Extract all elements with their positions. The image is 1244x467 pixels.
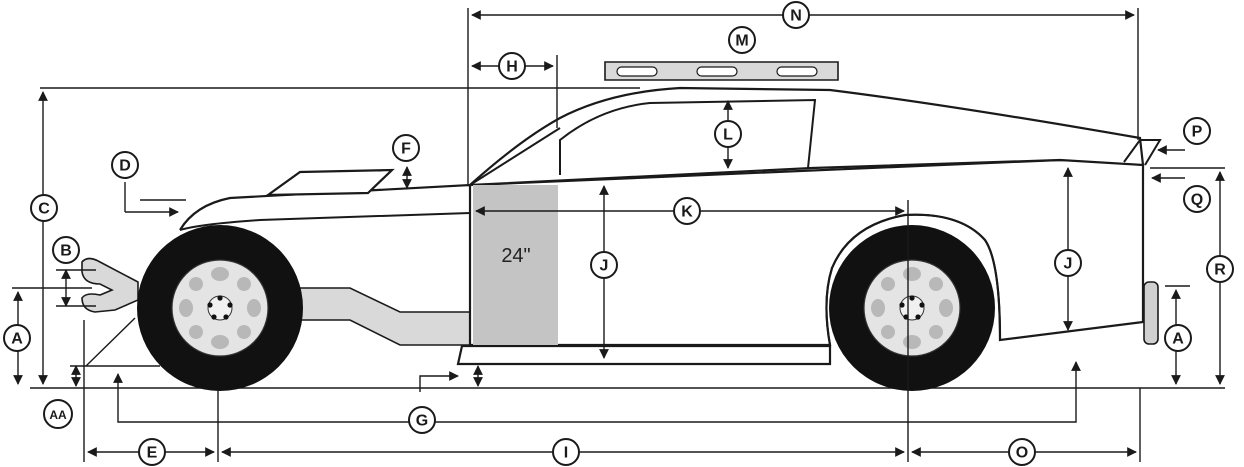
rear-bumper <box>1143 281 1159 345</box>
svg-text:M: M <box>735 33 748 50</box>
spoiler-plate <box>604 61 839 81</box>
marker-n: N <box>782 1 810 29</box>
marker-m: M <box>728 26 756 54</box>
marker-c: C <box>30 194 58 222</box>
marker-k: K <box>673 197 701 225</box>
front-wheel <box>137 225 303 391</box>
marker-g: G <box>408 406 436 434</box>
side-window <box>559 98 817 175</box>
marker-j-rear: J <box>1054 249 1082 277</box>
svg-text:Q: Q <box>1191 192 1203 209</box>
svg-text:J: J <box>600 258 609 275</box>
svg-text:C: C <box>38 201 50 218</box>
marker-f: F <box>392 134 420 162</box>
rear-wheel-well <box>825 213 1001 346</box>
svg-text:A: A <box>1172 331 1184 348</box>
svg-text:E: E <box>147 445 158 462</box>
svg-text:L: L <box>723 127 733 144</box>
hood-line <box>179 212 471 231</box>
rear-spoiler <box>1123 139 1162 166</box>
hood-scoop <box>264 168 395 197</box>
marker-aa: AA <box>43 399 73 429</box>
marker-p: P <box>1183 117 1211 145</box>
a-pillar <box>469 127 561 186</box>
svg-text:P: P <box>1192 124 1203 141</box>
svg-text:N: N <box>790 8 802 25</box>
svg-text:G: G <box>416 413 428 430</box>
rocker-panel <box>456 344 832 366</box>
marker-o: O <box>1008 438 1036 466</box>
dim-line-g-leader <box>419 371 459 392</box>
marker-h: H <box>498 52 526 80</box>
dim-line-g <box>113 361 1081 423</box>
svg-text:H: H <box>506 59 518 76</box>
marker-d: D <box>111 151 139 179</box>
marker-a-rear: A <box>1164 324 1192 352</box>
roof-profile <box>466 86 1145 187</box>
svg-text:B: B <box>60 243 72 260</box>
svg-text:J: J <box>1064 256 1073 273</box>
svg-text:I: I <box>564 445 568 462</box>
svg-text:F: F <box>401 141 411 158</box>
door-dimension-label: 24" <box>501 245 530 267</box>
front-bumper <box>81 257 139 313</box>
chassis-rail <box>299 287 471 346</box>
marker-l: L <box>714 120 742 148</box>
svg-text:K: K <box>681 204 693 221</box>
marker-i: I <box>552 438 580 466</box>
svg-text:AA: AA <box>49 408 67 422</box>
marker-b: B <box>52 236 80 264</box>
marker-e: E <box>138 438 166 466</box>
marker-a-front: A <box>3 324 31 352</box>
svg-text:O: O <box>1016 445 1028 462</box>
marker-j-front: J <box>590 251 618 279</box>
rear-wheel <box>829 225 995 391</box>
marker-r: R <box>1206 255 1234 283</box>
ref-line-approach <box>85 317 136 367</box>
marker-q: Q <box>1183 185 1211 213</box>
svg-text:D: D <box>119 158 131 175</box>
svg-text:A: A <box>11 331 23 348</box>
svg-text:R: R <box>1214 262 1226 279</box>
